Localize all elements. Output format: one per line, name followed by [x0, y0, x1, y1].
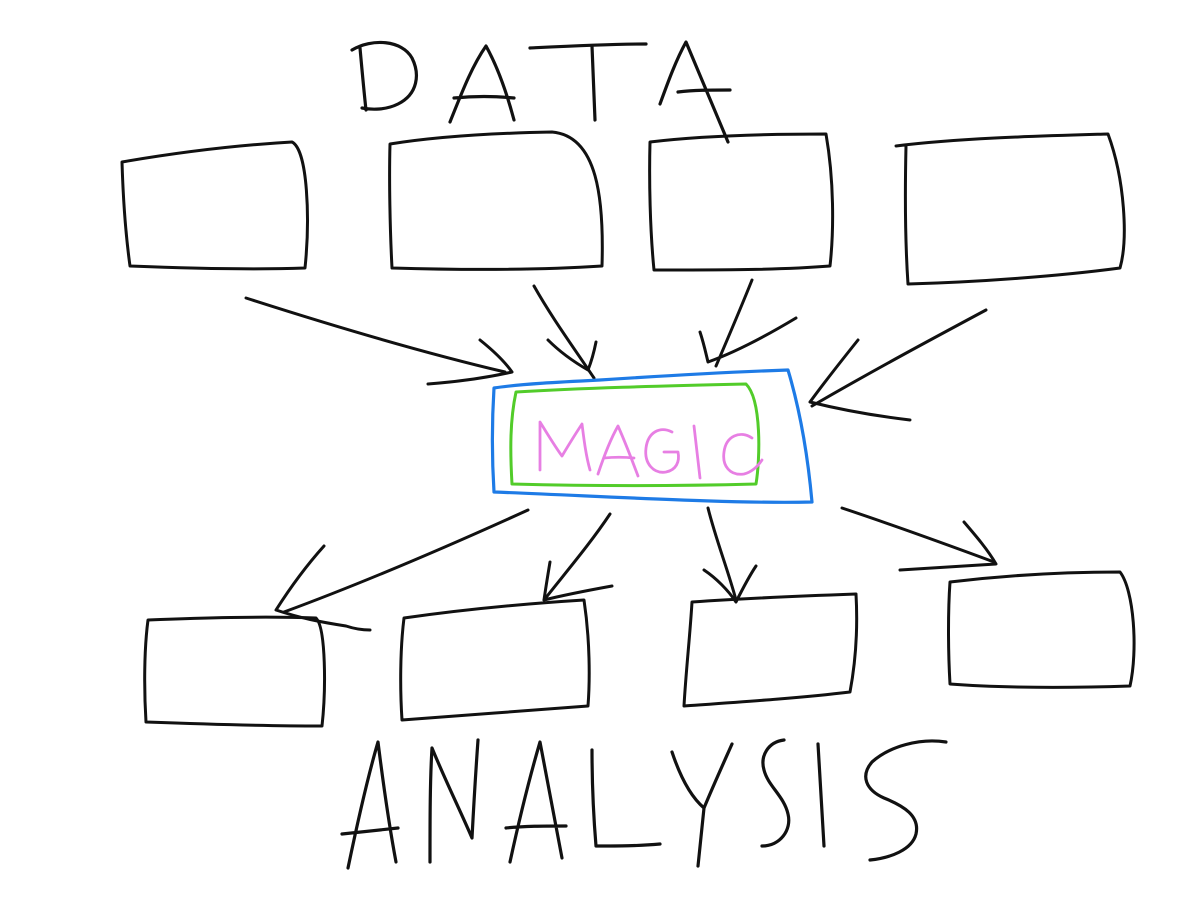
title-data-handwriting	[350, 40, 732, 144]
arrow-out-3	[702, 506, 758, 604]
input-arrows	[244, 278, 988, 422]
input-box-4	[894, 132, 1126, 286]
arrow-out-1	[274, 508, 530, 632]
input-box-2	[388, 130, 604, 271]
center-outer-border	[490, 368, 814, 504]
input-box-3	[648, 132, 835, 272]
center-process-box	[490, 368, 814, 504]
output-arrows	[274, 506, 998, 632]
arrow-out-4	[840, 506, 998, 572]
input-box-1	[120, 140, 309, 271]
input-box-row	[120, 130, 1126, 286]
arrow-out-2	[542, 512, 614, 602]
output-box-3	[682, 592, 859, 708]
footer-analysis-handwriting	[340, 738, 948, 870]
arrow-in-4	[808, 308, 988, 422]
arrow-in-3	[698, 278, 798, 368]
center-magic-handwriting	[538, 420, 764, 480]
output-box-row	[143, 570, 1136, 728]
arrow-in-2	[532, 284, 598, 380]
output-box-4	[947, 570, 1136, 689]
output-box-2	[399, 598, 591, 722]
arrow-in-1	[244, 296, 514, 386]
center-inner-border	[509, 382, 761, 487]
output-box-1	[143, 615, 326, 728]
